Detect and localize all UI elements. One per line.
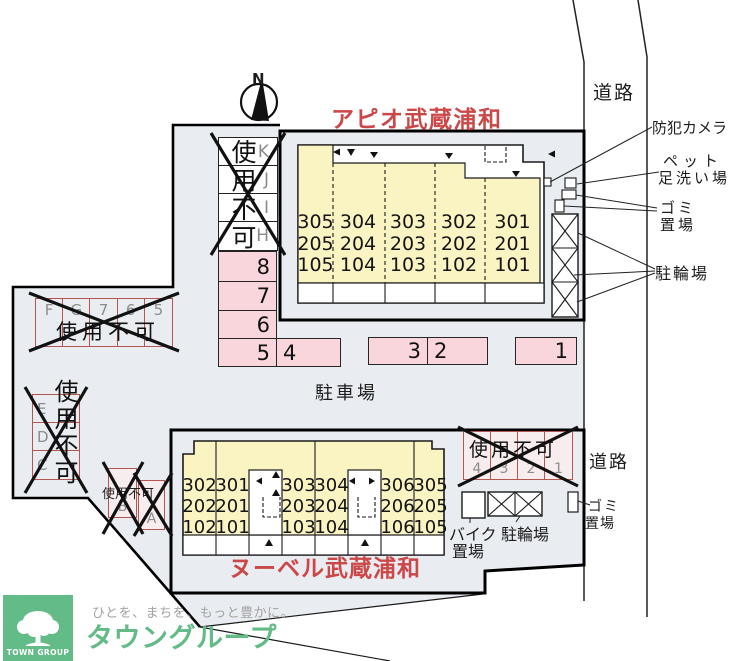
- nouvelle-unit-column: 306 206 106: [380, 475, 415, 538]
- room-number: 303: [281, 475, 316, 496]
- room-number: 202: [440, 232, 478, 255]
- town-group-logo: TOWN GROUP: [3, 595, 73, 661]
- room-number: 301: [494, 211, 531, 233]
- room-number: 101: [215, 517, 250, 538]
- security-camera-box: [543, 177, 552, 187]
- logo-company-name: タウングループ: [86, 623, 277, 654]
- parking-space-2: 2: [427, 337, 488, 365]
- garbage-box-bottom: [567, 491, 579, 513]
- unusable-text-edc: 使用不可: [50, 379, 78, 487]
- road-label-top: 道路: [593, 82, 636, 104]
- room-number: 205: [297, 232, 334, 255]
- room-number: 304: [314, 475, 349, 496]
- apio-unit-column: 305 205 105: [297, 211, 334, 277]
- pet-wash-label-line2: 足洗い場: [658, 169, 731, 187]
- security-camera-label: 防犯カメラ: [652, 119, 728, 137]
- stairwell-right: [347, 469, 382, 536]
- apio-unit-column: 302 202 102: [433, 211, 485, 277]
- room-number: 101: [494, 254, 531, 276]
- room-number: 205: [413, 496, 448, 517]
- unusable-text-kjih: 使用不可: [228, 139, 257, 253]
- room-number: 201: [494, 232, 531, 255]
- room-number: 202: [182, 496, 217, 517]
- compass-north-label: N: [252, 70, 265, 88]
- nouvelle-unit-column: 302 202 102: [182, 475, 217, 538]
- logo-mark-text: TOWN GROUP: [6, 648, 70, 657]
- room-number: 204: [314, 496, 349, 517]
- garbage-box-a: [561, 189, 577, 200]
- unusable-text-fg765: 使用不可: [56, 320, 160, 344]
- room-number: 102: [182, 517, 217, 538]
- apio-unit-column: 303 203 103: [383, 211, 433, 277]
- parking-space-8: 8: [218, 251, 277, 282]
- room-number: 206: [380, 496, 415, 517]
- nouvelle-unit-column: 301 201 101: [215, 475, 250, 538]
- parking-space-3: 3: [368, 337, 428, 365]
- garbage-bottom-label-line2: 置場: [585, 516, 615, 532]
- parking-space-5: 5: [218, 338, 277, 367]
- parking-space-6: 6: [218, 310, 277, 339]
- room-number: 303: [389, 211, 427, 233]
- stairwell-dashed-box: [484, 146, 507, 163]
- room-number: 301: [215, 475, 250, 496]
- room-number: 203: [281, 496, 316, 517]
- room-number: 105: [413, 517, 448, 538]
- room-number: 203: [389, 232, 427, 255]
- bicycle-top-label: 駐輪場: [655, 264, 710, 283]
- garbage-bottom-label-line1: ゴミ: [588, 499, 620, 515]
- room-number: 103: [389, 254, 427, 276]
- parking-space-7: 7: [218, 281, 277, 311]
- nouvelle-title: ヌーベル武蔵浦和: [229, 556, 421, 582]
- room-number: 201: [215, 496, 250, 517]
- room-number: 106: [380, 517, 415, 538]
- bicycle-parking-top: [551, 213, 579, 318]
- room-number: 104: [339, 254, 377, 276]
- garbage-top-label-line2: 置場: [660, 216, 697, 234]
- logo-tagline: ひとを、まちを、もっと豊かに。: [92, 606, 295, 621]
- bike-parking-box: [461, 491, 486, 519]
- direction-arrow-icons: [333, 148, 555, 177]
- bicycle-bottom-label: 駐輪場: [501, 525, 550, 544]
- room-number: 305: [297, 211, 334, 233]
- room-number: 102: [440, 254, 478, 276]
- room-number: 305: [413, 475, 448, 496]
- room-number: 204: [339, 232, 377, 255]
- apio-unit-column: 301 201 101: [485, 211, 540, 277]
- pet-wash-box: [564, 177, 577, 189]
- garbage-top-label-line1: ゴミ: [660, 199, 697, 217]
- apio-entrance-strip: [297, 282, 545, 304]
- room-number: 302: [440, 211, 478, 233]
- unusable-text-4321: 使用不可: [469, 439, 558, 461]
- room-number: 304: [339, 211, 377, 233]
- garbage-box-b: [554, 199, 565, 213]
- parking-space-1: 1: [515, 337, 577, 365]
- room-number: 302: [182, 475, 217, 496]
- bike-label-line2: 置場: [452, 542, 485, 561]
- apio-title: アピオ武蔵浦和: [331, 107, 503, 133]
- room-number: 306: [380, 475, 415, 496]
- facility-boxes-top: [543, 177, 577, 213]
- nouvelle-unit-column: 305 205 105: [413, 475, 448, 538]
- apio-unit-column: 304 204 104: [333, 211, 383, 277]
- room-number: 105: [297, 254, 334, 276]
- room-number: 103: [281, 517, 316, 538]
- nouvelle-unit-column: 303 203 103: [281, 475, 316, 538]
- unusable-text-ba: 使用不可: [102, 487, 155, 502]
- stairwell-left: [248, 469, 283, 536]
- bicycle-x-pattern: [551, 213, 579, 318]
- tree-icon: [17, 611, 59, 646]
- road-label-middle: 道路: [589, 452, 629, 473]
- parking-area-label: 駐車場: [315, 383, 378, 404]
- pet-wash-label-line1: ペット: [663, 152, 724, 170]
- bike-label-line1: バイク: [449, 525, 497, 544]
- bicycle-parking-bottom: [487, 491, 543, 517]
- nouvelle-unit-column: 304 204 104: [314, 475, 349, 538]
- parking-space-4: 4: [276, 338, 341, 367]
- room-number: 104: [314, 517, 349, 538]
